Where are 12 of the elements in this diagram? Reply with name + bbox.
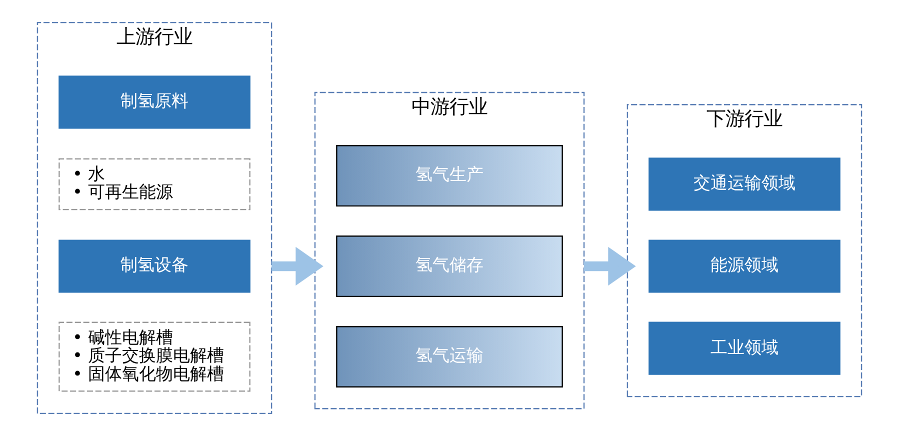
- node-box: 工业领域: [648, 322, 840, 375]
- node-box: 氢气运输: [336, 326, 562, 388]
- node-box: • 水 • 可再生能源: [58, 158, 250, 210]
- node-box: 交通运输领域: [648, 158, 840, 211]
- node-box: 制氢设备: [58, 240, 250, 293]
- node-box: • 碱性电解槽 • 质子交换膜电解槽 • 固体氧化物电解槽: [58, 322, 250, 392]
- node-box: 制氢原料: [58, 76, 250, 129]
- node-box: 能源领域: [648, 240, 840, 293]
- arrow: [584, 246, 636, 286]
- node-box: 氢气生产: [336, 145, 562, 207]
- arrow: [271, 246, 323, 286]
- node-box: 氢气储存: [336, 236, 562, 298]
